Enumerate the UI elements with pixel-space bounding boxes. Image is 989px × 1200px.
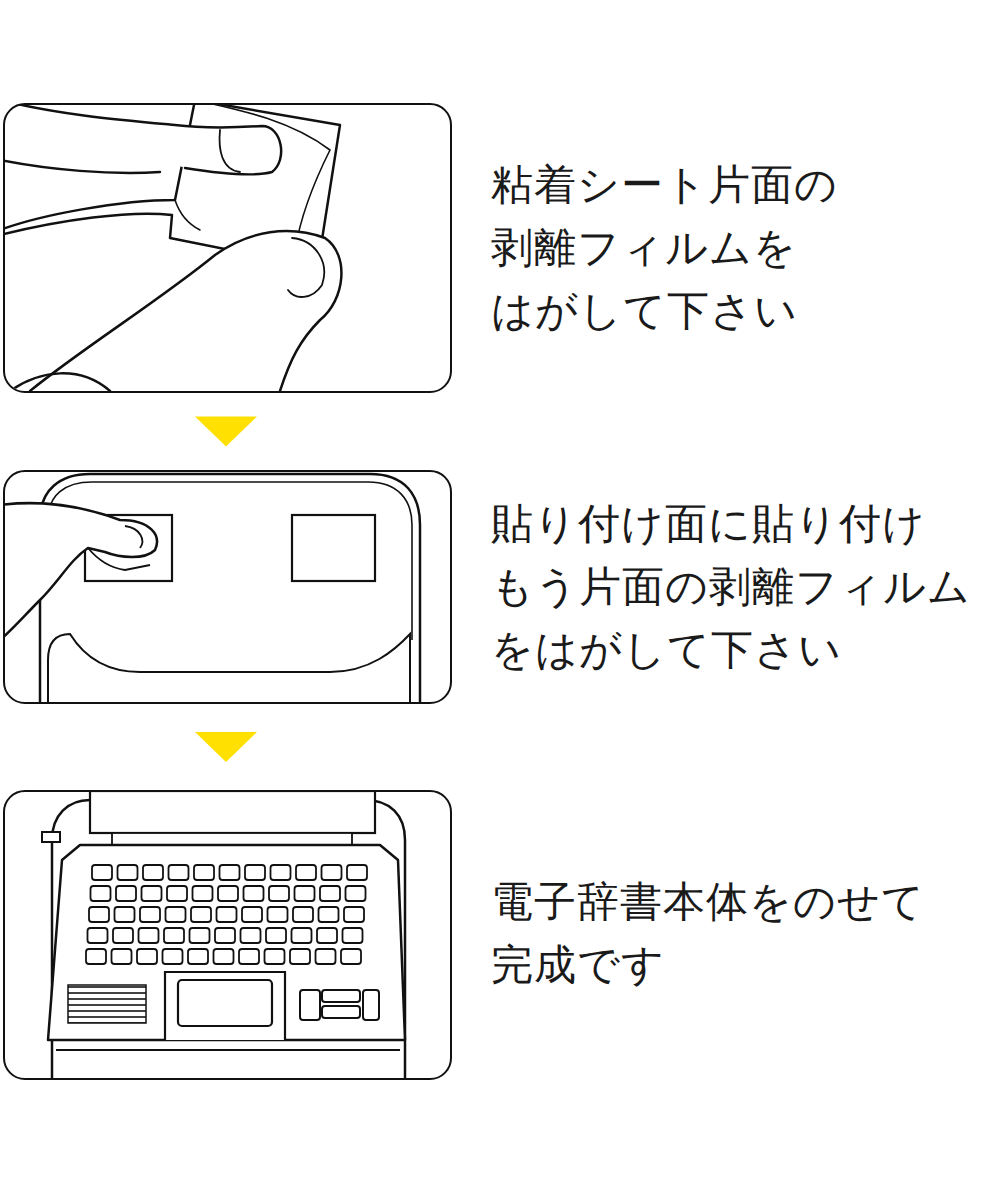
key [214, 949, 234, 964]
key [188, 949, 208, 964]
electronic-dictionary [42, 791, 405, 1079]
key [191, 907, 211, 922]
key [220, 865, 240, 880]
key [164, 928, 184, 943]
key [317, 928, 337, 943]
arrow-head [195, 417, 257, 447]
peeling-hands [4, 104, 341, 391]
key [269, 886, 289, 901]
key [194, 865, 214, 880]
key [218, 886, 238, 901]
key [116, 886, 136, 901]
step-instruction: 粘着シート片面の 剥離フィルムを はがして下さい [491, 153, 981, 342]
key [143, 865, 163, 880]
key [295, 886, 315, 901]
key [242, 907, 262, 922]
step-arrow [195, 704, 257, 790]
key [341, 949, 361, 964]
key [271, 865, 291, 880]
key [167, 886, 187, 901]
key [142, 886, 162, 901]
key [245, 865, 265, 880]
key [88, 928, 108, 943]
key [316, 949, 336, 964]
connector-line [226, 393, 227, 470]
adhesive-sheet [292, 515, 375, 581]
key [112, 949, 132, 964]
key [137, 949, 157, 964]
key [115, 907, 135, 922]
case-interior [4, 474, 420, 702]
key [113, 928, 133, 943]
key [265, 949, 285, 964]
connector-line [226, 704, 227, 790]
touch-pad [178, 980, 272, 1026]
key [319, 907, 339, 922]
step-panel: 貼り付け面に貼り付け もう片面の剥離フィルム をはがして下さい [3, 470, 452, 704]
key [118, 865, 138, 880]
key [89, 907, 109, 922]
key [190, 928, 210, 943]
key [296, 865, 316, 880]
key [293, 907, 313, 922]
key [346, 886, 366, 901]
arrow-head [195, 732, 257, 762]
speaker-grille [68, 985, 146, 1023]
step-panel: 電子辞書本体をのせて 完成です [3, 790, 452, 1080]
step-panel: 粘着シート片面の 剥離フィルムを はがして下さい [3, 103, 452, 393]
key [320, 886, 340, 901]
key [239, 949, 259, 964]
step-instruction: 電子辞書本体をのせて 完成です [491, 870, 981, 996]
key [163, 949, 183, 964]
key [266, 928, 286, 943]
key [268, 907, 288, 922]
key [344, 907, 364, 922]
step-arrow [195, 393, 257, 470]
key [347, 865, 367, 880]
key [217, 907, 237, 922]
key [322, 865, 342, 880]
key [139, 928, 159, 943]
key [166, 907, 186, 922]
key [290, 949, 310, 964]
key [292, 928, 312, 943]
key [241, 928, 261, 943]
key [92, 865, 112, 880]
key [215, 928, 235, 943]
key [169, 865, 189, 880]
key [343, 928, 363, 943]
key [140, 907, 160, 922]
step-instruction: 貼り付け面に貼り付け もう片面の剥離フィルム をはがして下さい [491, 492, 981, 681]
key [193, 886, 213, 901]
key [91, 886, 111, 901]
key [244, 886, 264, 901]
key [86, 949, 106, 964]
